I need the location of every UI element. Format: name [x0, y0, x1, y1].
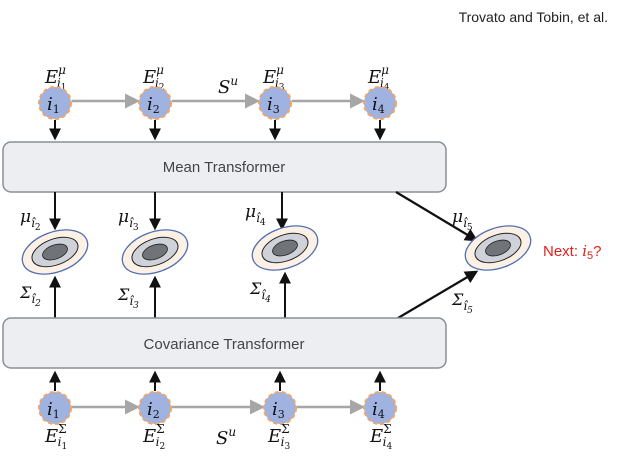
top-item-node-1: i1	[38, 86, 72, 120]
svg-text:i4: i4	[372, 399, 385, 421]
svg-text:i2: i2	[147, 399, 160, 421]
cov-label-5: Σî5	[451, 290, 473, 316]
mean-label-3: μî3	[118, 207, 139, 233]
mean-transformer-label: Mean Transformer	[163, 159, 286, 176]
gaussian-ellipse-2	[21, 229, 89, 275]
running-head: Trovato and Tobin, et al.	[459, 9, 608, 25]
bottom-item-node-2: i2	[138, 391, 172, 425]
bottom-item-node-1: i1	[38, 391, 72, 425]
cov-label-2: Σî2	[19, 283, 41, 309]
cov-label-3: Σî3	[117, 285, 139, 311]
mean-transformer-block: Mean Transformer	[2, 141, 447, 193]
svg-text:i1: i1	[47, 399, 60, 421]
mean-label-5: μî5	[452, 207, 473, 233]
next-prediction-label: Next: i5?	[543, 242, 601, 262]
gaussian-ellipse-4	[251, 225, 319, 271]
covariance-transformer-label: Covariance Transformer	[144, 336, 305, 353]
mean-label-4: μî4	[245, 202, 266, 228]
top-item-node-2: i2	[138, 86, 172, 120]
svg-text:i4: i4	[372, 94, 385, 116]
cov-output-arrow-next	[397, 270, 479, 319]
mean-label-2: μî2	[20, 207, 41, 233]
cov-label-4: Σî4	[249, 279, 271, 305]
bottom-item-node-3: i3	[263, 391, 297, 425]
svg-text:i1: i1	[47, 94, 60, 116]
covariance-transformer-block: Covariance Transformer	[2, 317, 447, 369]
top-item-node-4: i4	[363, 86, 397, 120]
gaussian-ellipse-5	[464, 225, 532, 271]
mean-output-arrow-next	[395, 191, 479, 242]
svg-text:i3: i3	[267, 94, 280, 116]
svg-text:i2: i2	[147, 94, 160, 116]
sequence-symbol-bottom: Su	[216, 425, 236, 449]
top-item-node-3: i3	[258, 86, 292, 120]
sequence-symbol-top: Su	[218, 74, 238, 98]
svg-text:i3: i3	[272, 399, 285, 421]
gaussian-ellipse-3	[121, 229, 189, 275]
bottom-item-node-4: i4	[363, 391, 397, 425]
